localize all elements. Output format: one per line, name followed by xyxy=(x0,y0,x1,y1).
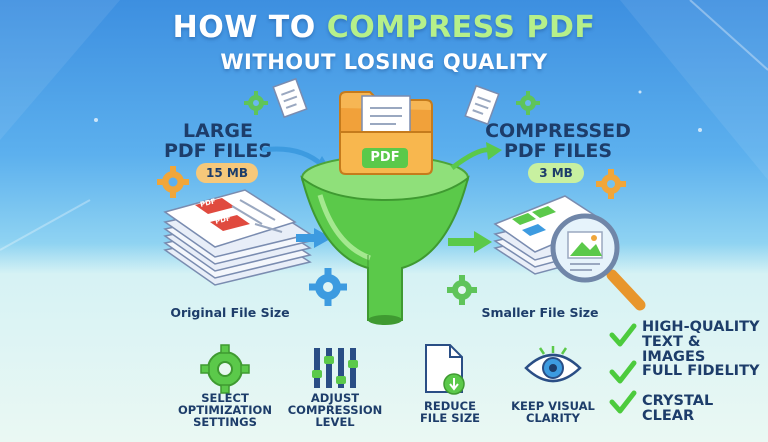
step-line: COMPRESSION xyxy=(287,403,383,418)
step-line: CLARITY xyxy=(526,411,580,426)
original-size-badge: 15 MB xyxy=(196,163,258,183)
gear-icon xyxy=(309,268,347,306)
compressed-files-label: COMPRESSED PDF FILES xyxy=(478,120,638,162)
title-highlight: COMPRESS PDF xyxy=(326,10,596,45)
gear-icon xyxy=(516,91,540,115)
step-select-settings: SELECT OPTIMIZATION SETTINGS xyxy=(170,392,280,428)
gear-icon xyxy=(157,166,189,198)
pdf-document-stack-large xyxy=(163,189,312,286)
compressed-files-line2: PDF FILES xyxy=(503,139,613,162)
arrow-icon xyxy=(296,234,316,242)
document-icon xyxy=(464,84,500,126)
step-line: KEEP VISUAL xyxy=(511,399,595,413)
magnifier-icon xyxy=(550,213,646,311)
compressed-files-line1: COMPRESSED xyxy=(485,120,631,142)
funnel-pdf-tag: PDF xyxy=(370,150,400,165)
benefit-full-fidelity: FULL FIDELITY xyxy=(642,363,760,379)
main-title: HOW TO COMPRESS PDF xyxy=(0,10,768,45)
step-line: FILE SIZE xyxy=(419,411,481,426)
sliders-icon xyxy=(312,348,358,388)
smaller-size-caption: Smaller File Size xyxy=(481,305,599,320)
gear-icon xyxy=(447,275,477,305)
check-icon xyxy=(609,390,637,414)
step-line: REDUCE xyxy=(424,399,476,413)
step-line: SELECT xyxy=(201,391,249,405)
arrow-icon xyxy=(448,238,476,246)
file-download-icon xyxy=(425,344,465,395)
original-size-caption: Original File Size xyxy=(170,305,290,320)
large-files-line2: PDF FILES xyxy=(163,139,273,162)
gear-icon xyxy=(596,169,626,199)
subtitle: WITHOUT LOSING QUALITY xyxy=(220,50,548,74)
large-files-label: LARGE PDF FILES xyxy=(148,120,288,162)
title-part1: HOW TO xyxy=(172,10,327,45)
benefit-line: HIGH-QUALITY xyxy=(642,319,760,335)
eye-icon xyxy=(524,346,582,383)
step-keep-clarity: KEEP VISUAL CLARITY xyxy=(498,400,608,424)
benefit-crystal-clear: CRYSTAL CLEAR xyxy=(642,393,714,425)
benefit-line: TEXT & IMAGES xyxy=(642,334,706,366)
step-reduce-size: REDUCE FILE SIZE xyxy=(395,400,505,424)
check-icon xyxy=(609,360,637,384)
check-icon xyxy=(609,323,637,347)
compressed-size-badge: 3 MB xyxy=(528,163,584,183)
step-line: OPTIMIZATION xyxy=(178,403,272,418)
gear-icon xyxy=(200,344,250,394)
benefit-high-quality: HIGH-QUALITY TEXT & IMAGES xyxy=(642,319,766,366)
large-files-line1: LARGE xyxy=(182,120,254,142)
step-line: ADJUST xyxy=(310,391,360,405)
step-adjust-level: ADJUST COMPRESSION LEVEL xyxy=(280,392,390,428)
step-line: LEVEL xyxy=(315,415,355,430)
gear-icon xyxy=(244,91,268,115)
arrow-icon xyxy=(261,146,324,167)
pdf-folder-icon xyxy=(339,91,433,175)
step-line: SETTINGS xyxy=(193,415,257,430)
arrow-icon xyxy=(450,147,491,170)
document-icon xyxy=(272,77,308,119)
